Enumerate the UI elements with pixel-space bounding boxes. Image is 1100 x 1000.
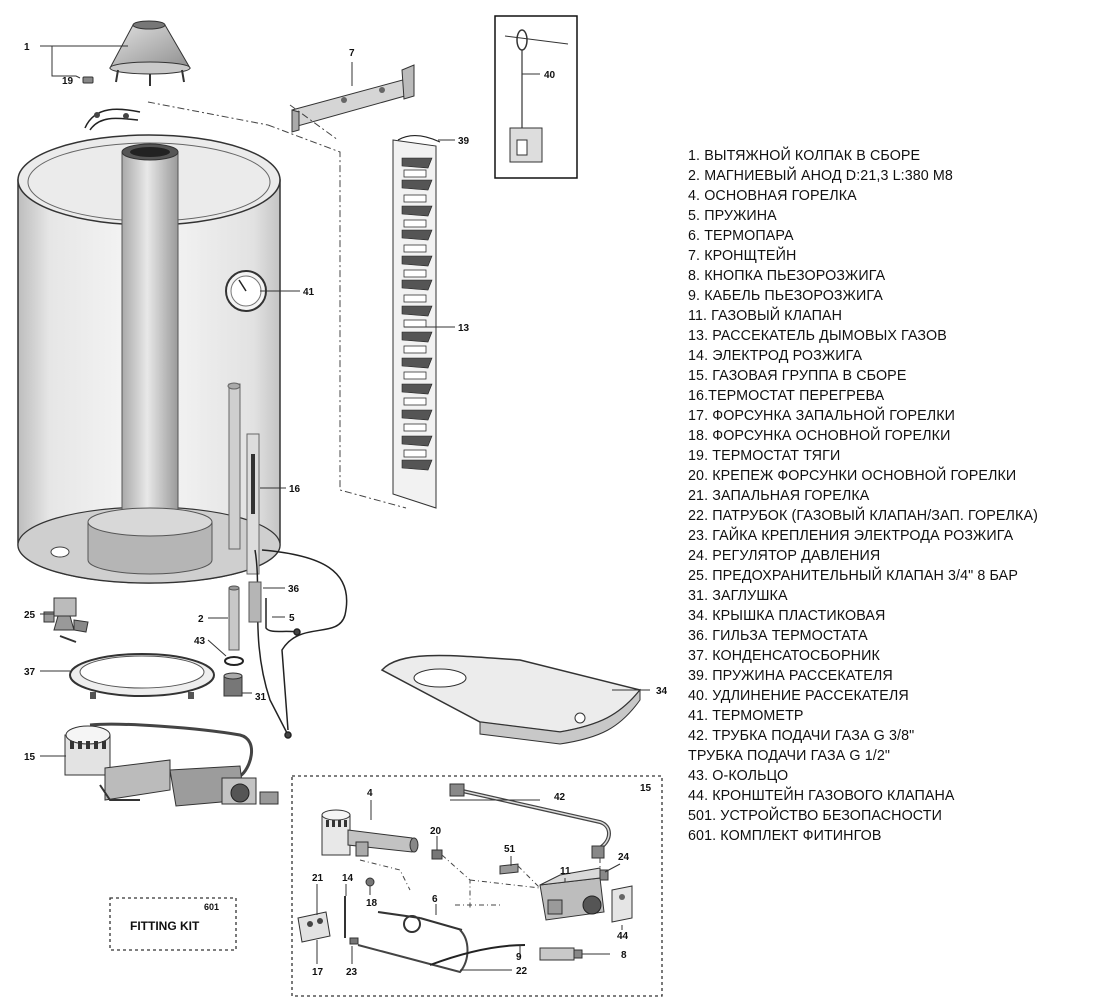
legend-item: 20. КРЕПЕЖ ФОРСУНКИ ОСНОВНОЙ ГОРЕЛКИ: [688, 468, 1017, 484]
anode-part: [228, 585, 240, 651]
legend-item: 40. УДЛИНЕНИЕ РАССЕКАТЕЛЯ: [688, 688, 909, 704]
legend-item: 43. О-КОЛЬЦО: [688, 768, 789, 784]
legend-item: 4. ОСНОВНАЯ ГОРЕЛКА: [688, 188, 857, 204]
thermostat-well-part: [248, 581, 262, 623]
callout-5: 5: [289, 613, 295, 624]
legend-item: 34. КРЫШКА ПЛАСТИКОВАЯ: [688, 608, 886, 624]
callout-22: 22: [516, 966, 528, 977]
callout-14: 14: [342, 873, 354, 884]
legend-item: 7. КРОНЩТЕЙН: [688, 248, 797, 264]
legend-item: 2. МАГНИЕВЫЙ АНОД D:21,3 L:380 M8: [688, 168, 953, 184]
callout-20: 20: [430, 826, 442, 837]
callout-leader-lines: [40, 45, 650, 971]
baffle-extension-inset: [494, 15, 578, 179]
callout-numbers: 1 19 7 40 39 41 13 16 36 2 5 25 43 37 31…: [24, 42, 668, 978]
callout-7: 7: [349, 48, 355, 59]
legend-item: 19. ТЕРМОСТАТ ТЯГИ: [688, 448, 841, 464]
plug-part: [223, 672, 243, 697]
legend-item: 1. ВЫТЯЖНОЙ КОЛПАК В СБОРЕ: [688, 148, 921, 164]
legend-item: 21. ЗАПАЛЬНАЯ ГОРЕЛКА: [688, 488, 870, 504]
legend-item: ТРУБКА ПОДАЧИ ГАЗА G 1/2": [688, 748, 891, 764]
callout-16: 16: [289, 484, 301, 495]
legend-item: 39. ПРУЖИНА РАССЕКАТЕЛЯ: [688, 668, 893, 684]
callout-31: 31: [255, 692, 267, 703]
legend-item: 36. ГИЛЬЗА ТЕРМОСТАТА: [688, 628, 868, 644]
legend-item: 23. ГАЙКА КРЕПЛЕНИЯ ЭЛЕКТРОДА РОЗЖИГА: [688, 528, 1014, 544]
callout-24: 24: [618, 852, 630, 863]
legend-item: 16.ТЕРМОСТАТ ПЕРЕГРЕВА: [688, 388, 885, 404]
fitting-kit-label: FITTING KIT: [130, 919, 200, 933]
gas-group-guide-lines: [359, 854, 601, 910]
fitting-kit-number: 601: [204, 902, 219, 912]
relief-valve-part: [43, 597, 89, 643]
callout-44: 44: [617, 931, 629, 942]
o-ring-part: [224, 656, 244, 666]
callout-6: 6: [432, 894, 438, 905]
callout-17: 17: [312, 967, 324, 978]
legend-item: 5. ПРУЖИНА: [688, 208, 777, 224]
legend-item: 42. ТРУБКА ПОДАЧИ ГАЗА G 3/8": [688, 728, 915, 744]
legend-item: 15. ГАЗОВАЯ ГРУППА В СБОРЕ: [688, 368, 907, 384]
gas-group-assembly-left: [64, 722, 279, 807]
legend-item: 31. ЗАГЛУШКА: [688, 588, 788, 604]
callout-15-left: 15: [24, 752, 36, 763]
legend-item: 41. ТЕРМОМЕТР: [688, 708, 804, 724]
callout-40: 40: [544, 70, 556, 81]
legend-item: 11. ГАЗОВЫЙ КЛАПАН: [688, 308, 843, 324]
callout-36: 36: [288, 584, 300, 595]
legend-item: 6. ТЕРМОПАРА: [688, 228, 794, 244]
fitting-kit-box: 601 FITTING KIT: [109, 897, 237, 951]
callout-4: 4: [367, 788, 373, 799]
callout-21: 21: [312, 873, 324, 884]
callout-37: 37: [24, 667, 36, 678]
callout-23: 23: [346, 967, 358, 978]
callout-15-box: 15: [640, 783, 652, 794]
parts-legend: 1. ВЫТЯЖНОЙ КОЛПАК В СБОРЕ 2. МАГНИЕВЫЙ …: [688, 146, 1038, 846]
callout-43: 43: [194, 636, 206, 647]
assembly-guide-lines: [147, 101, 407, 509]
callout-2: 2: [198, 614, 204, 625]
flue-baffle-part: [392, 135, 441, 509]
lower-tank-parts: [254, 549, 348, 739]
draft-hood-part: [82, 20, 191, 131]
legend-item: 25. ПРЕДОХРАНИТЕЛЬНЫЙ КЛАПАН 3/4" 8 БАР: [688, 568, 1018, 584]
callout-25: 25: [24, 610, 36, 621]
callout-19: 19: [62, 76, 74, 87]
callout-34: 34: [656, 686, 668, 697]
callout-11: 11: [560, 866, 571, 877]
callout-1: 1: [24, 42, 30, 53]
legend-item: 17. ФОРСУНКА ЗАПАЛЬНОЙ ГОРЕЛКИ: [688, 408, 956, 424]
callout-51: 51: [504, 844, 516, 855]
legend-item: 13. РАССЕКАТЕЛЬ ДЫМОВЫХ ГАЗОВ: [688, 328, 947, 344]
water-heater-tank: [17, 134, 281, 584]
gas-group-exploded-parts: [297, 783, 633, 974]
legend-item: 14. ЭЛЕКТРОД РОЗЖИГА: [688, 348, 863, 364]
legend-item: 44. КРОНШТЕЙН ГАЗОВОГО КЛАПАНА: [688, 788, 955, 804]
callout-13: 13: [458, 323, 470, 334]
legend-item: 37. КОНДЕНСАТОСБОРНИК: [688, 648, 880, 664]
callout-42: 42: [554, 792, 566, 803]
bracket-part: [291, 64, 415, 133]
legend-item: 8. КНОПКА ПЬЕЗОРОЗЖИГА: [688, 268, 886, 284]
callout-8: 8: [621, 950, 627, 961]
callout-9: 9: [516, 952, 522, 963]
legend-item: 501. УСТРОЙСТВО БЕЗОПАСНОСТИ: [688, 808, 942, 824]
condensate-collector-part: [69, 653, 215, 699]
gas-group-exploded-box: [291, 775, 663, 997]
legend-item: 9. КАБЕЛЬ ПЬЕЗОРОЗЖИГА: [688, 288, 883, 304]
legend-item: 24. РЕГУЛЯТОР ДАВЛЕНИЯ: [688, 548, 881, 564]
legend-item: 601. КОМПЛЕКТ ФИТИНГОВ: [688, 828, 882, 844]
callout-39: 39: [458, 136, 470, 147]
legend-item: 22. ПАТРУБОК (ГАЗОВЫЙ КЛАПАН/ЗАП. ГОРЕЛК…: [688, 508, 1038, 524]
callout-18: 18: [366, 898, 378, 909]
plastic-cover-part: [380, 654, 642, 745]
callout-41: 41: [303, 287, 315, 298]
legend-item: 18. ФОРСУНКА ОСНОВНОЙ ГОРЕЛКИ: [688, 428, 951, 444]
